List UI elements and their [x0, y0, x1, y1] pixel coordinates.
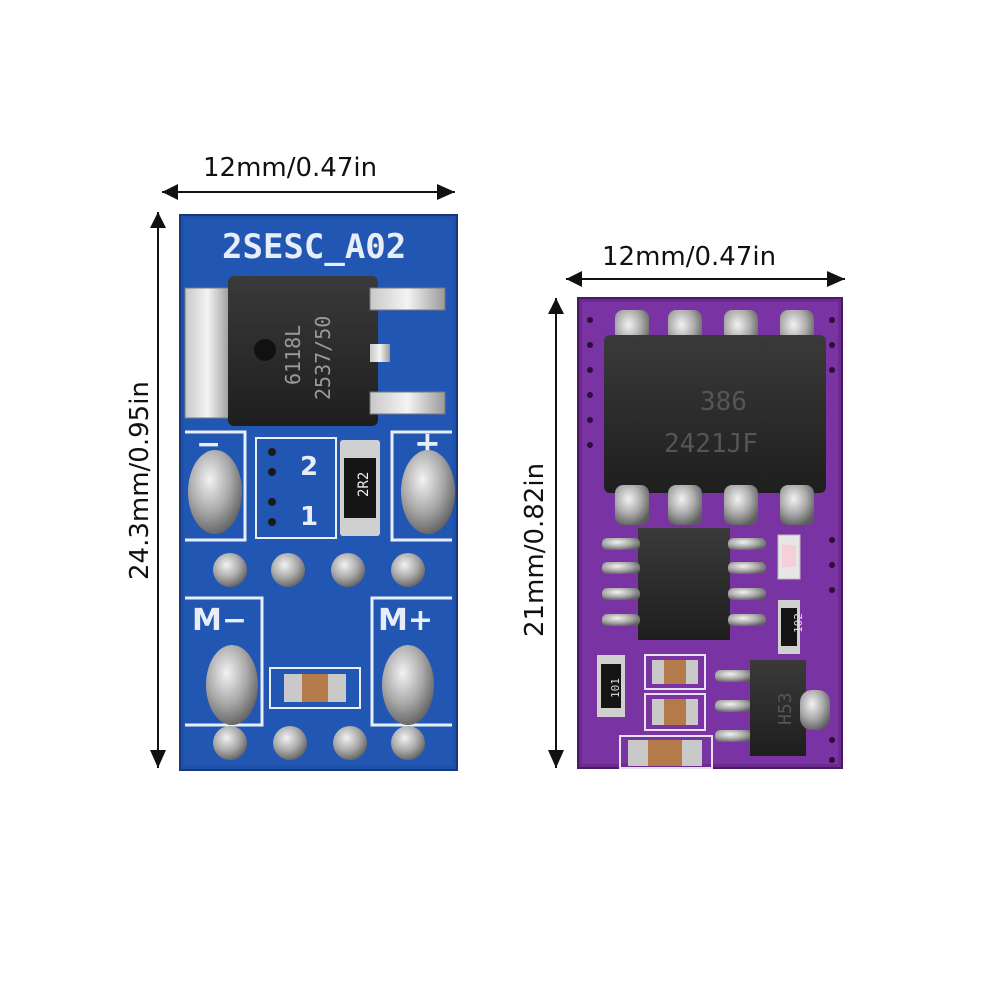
soic-chip: [638, 528, 730, 640]
regulator-marking: H53: [775, 692, 796, 725]
resistor-2r2: [344, 458, 376, 518]
jumper-1-label: 1: [300, 502, 318, 532]
motor-minus-pad: [206, 645, 258, 725]
amplifier-chip: [604, 335, 826, 493]
jumper-2-label: 2: [300, 452, 318, 482]
mosfet-chip: [228, 276, 378, 426]
left-width-label: 12mm/0.47in: [203, 153, 378, 183]
right-board: 386 2421JF 102 101: [577, 297, 843, 769]
right-width-label: 12mm/0.47in: [602, 242, 777, 272]
resistor-2r2-label: 2R2: [356, 472, 372, 497]
resistor-102: [781, 608, 797, 646]
resistor-101: [601, 664, 621, 708]
pad-row-top: [213, 553, 425, 587]
mosfet-marking-1: 6118L: [281, 325, 305, 385]
voltage-regulator: [750, 660, 806, 756]
resistor-102-label: 102: [792, 613, 805, 633]
power-plus-pad: [401, 450, 455, 534]
chip-marking-1: 386: [700, 387, 747, 417]
left-board-title: 2SESC_A02: [222, 227, 406, 267]
motor-plus-label: M+: [378, 603, 433, 638]
left-board: 2SESC_A02 6118L 2537/50 − + 2 1 2R2: [179, 214, 458, 771]
motor-minus-label: M−: [192, 603, 247, 638]
capacitor: [302, 674, 328, 702]
pad-row-bottom: [213, 726, 425, 760]
led: [782, 545, 796, 567]
chip-marking-2: 2421JF: [664, 429, 758, 459]
power-minus-pad: [188, 450, 242, 534]
mosfet-marking-2: 2537/50: [311, 316, 335, 400]
resistor-101-label: 101: [609, 678, 622, 698]
motor-plus-pad: [382, 645, 434, 725]
